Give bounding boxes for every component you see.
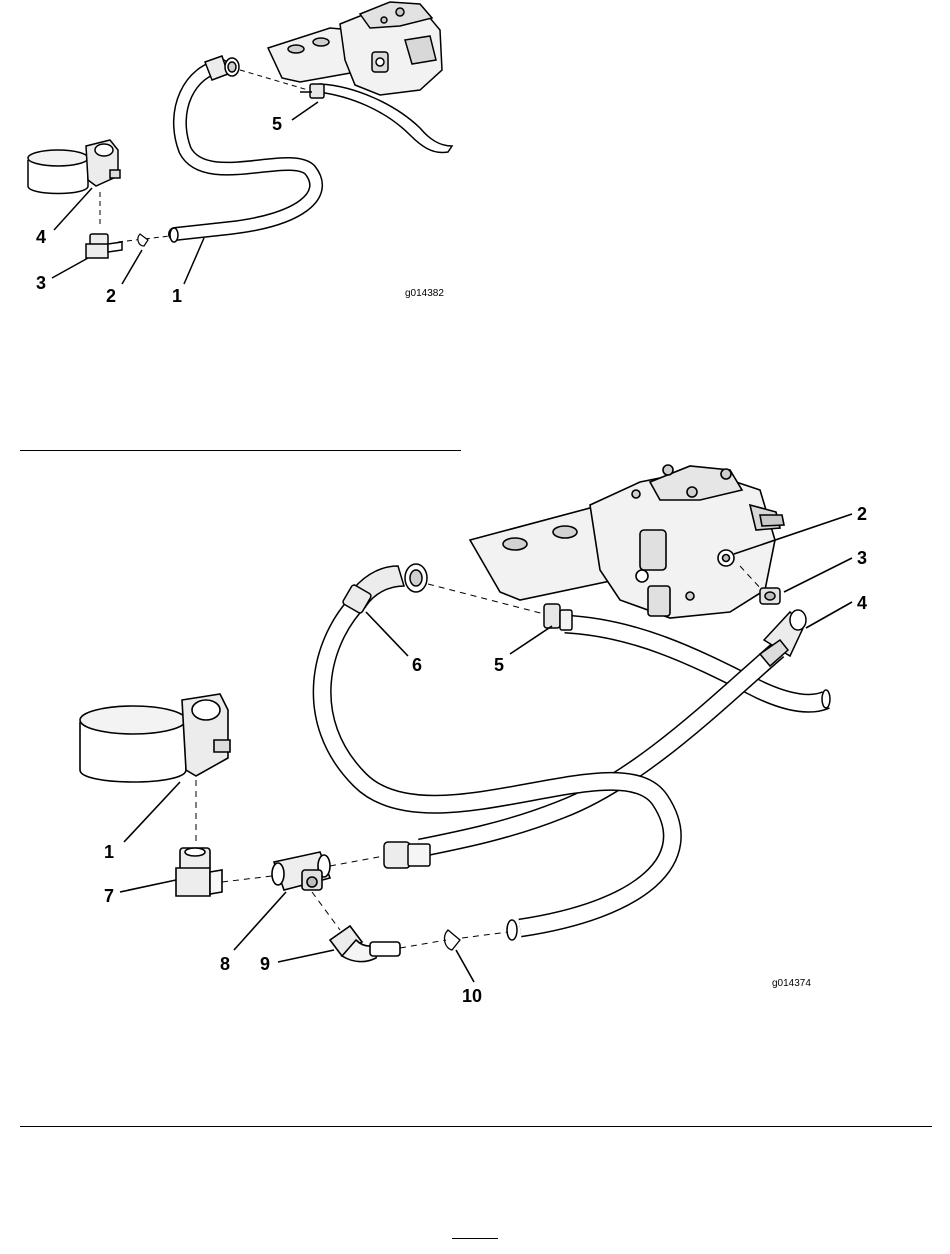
- callout-2: 2: [857, 504, 867, 524]
- callout-5: 5: [494, 655, 504, 675]
- page-number-rule: [452, 1238, 498, 1239]
- hose-fitting-6-bottom: [342, 564, 427, 614]
- hydraulic-pump-bottom: [470, 465, 784, 618]
- barb-elbow-bottom: [330, 926, 400, 962]
- figure-bottom: 2 3 4 5 6 1 7 8 9 10 g014374: [0, 0, 950, 1030]
- clamp-bottom: [445, 930, 460, 950]
- filter-bottom: [80, 694, 230, 782]
- suction-hose-bottom: [322, 600, 672, 928]
- suction-hose-end: [507, 920, 517, 940]
- hose-fitting-tee-side: [384, 842, 430, 868]
- return-hose-end: [822, 690, 830, 708]
- figure-id: g014374: [772, 978, 811, 989]
- callout-8: 8: [220, 954, 230, 974]
- callout-4: 4: [857, 593, 867, 613]
- callout-3: 3: [857, 548, 867, 568]
- elbow-fitting-bottom: [176, 848, 222, 896]
- callout-7: 7: [104, 886, 114, 906]
- callout-10: 10: [462, 986, 482, 1006]
- tee-fitting-bottom: [272, 852, 330, 890]
- callout-9: 9: [260, 954, 270, 974]
- adapter-3-bottom: [760, 588, 780, 604]
- callout-1: 1: [104, 842, 114, 862]
- assembly-lines-bottom: [196, 566, 762, 948]
- port-fitting-bottom: [544, 604, 572, 630]
- callout-6: 6: [412, 655, 422, 675]
- divider-rule-bottom: [20, 1126, 932, 1127]
